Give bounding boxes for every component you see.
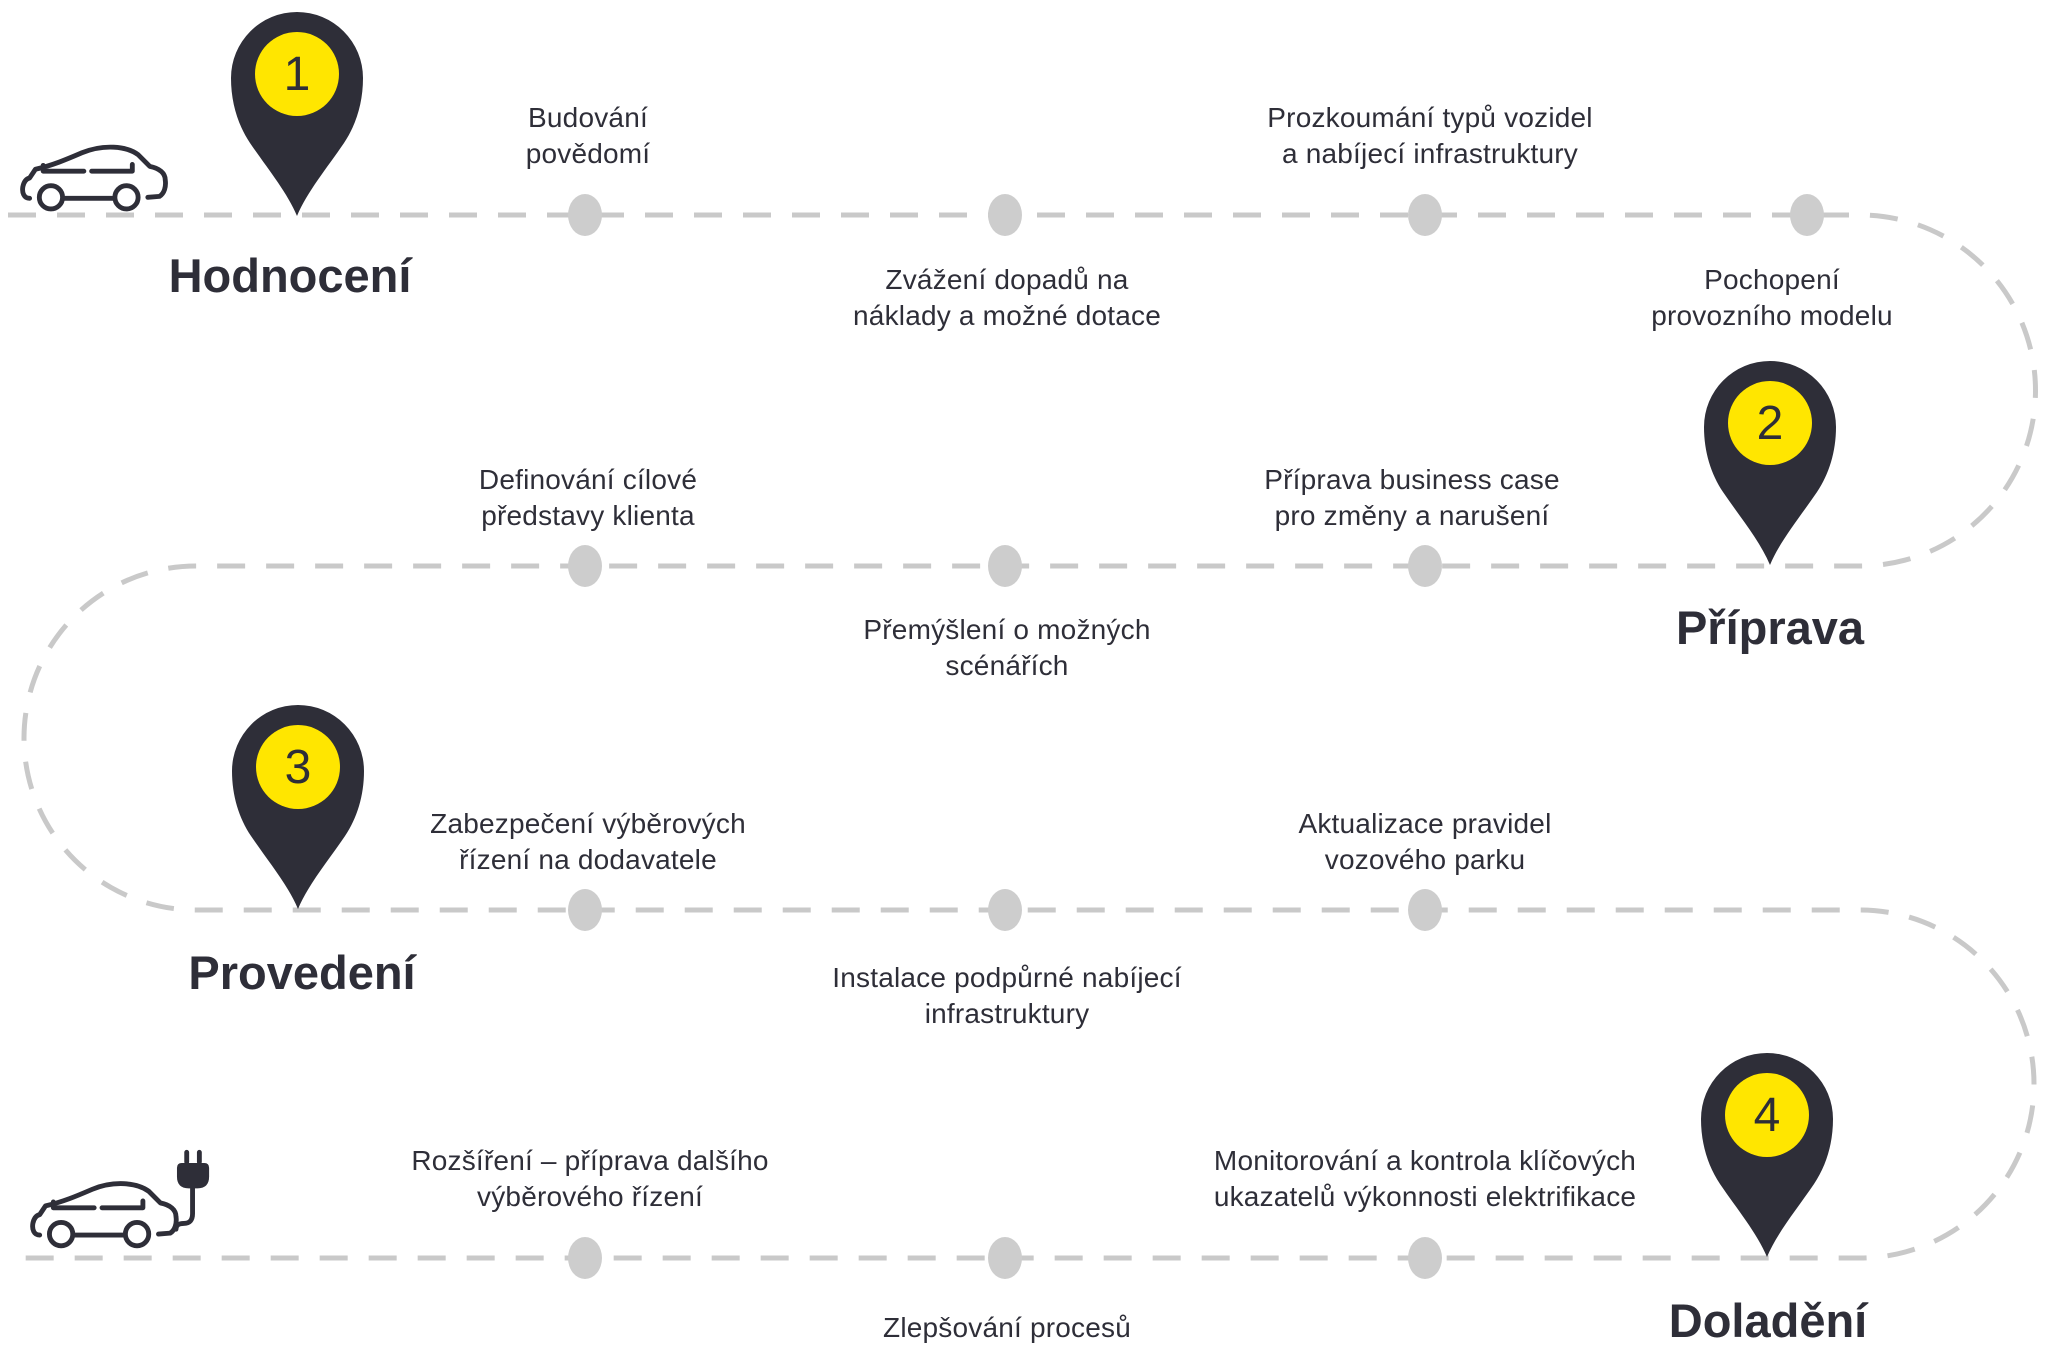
milestone-dot [568, 1237, 602, 1279]
milestone-dot [568, 889, 602, 931]
milestone-dot [1408, 889, 1442, 931]
step-label: Přemýšlení o možných scénářích [863, 614, 1151, 681]
pin-number-badge: 2 [1728, 381, 1812, 465]
step-label: Definování cílové představy klienta [478, 464, 698, 531]
map-pin-2: 2 [1700, 357, 1840, 567]
milestone-dot [1408, 194, 1442, 236]
map-pin-4: 4 [1697, 1049, 1837, 1259]
electric-car-icon [30, 1149, 210, 1249]
milestone-dot [568, 545, 602, 587]
pin-number-badge: 4 [1725, 1073, 1809, 1157]
step-label: Zabezpečení výběrových řízení na dodavat… [430, 808, 746, 875]
phase-title-priprava: Příprava [1675, 601, 1865, 654]
charging-plug-icon [176, 1163, 210, 1189]
step-label: Pochopení provozního modelu [1651, 264, 1893, 331]
milestone-dot [1408, 1237, 1442, 1279]
step-label: Zlepšování procesů [883, 1312, 1131, 1343]
milestone-dot [1790, 194, 1824, 236]
milestone-dot [988, 545, 1022, 587]
milestone-dot [568, 194, 602, 236]
pin-number-badge: 1 [255, 32, 339, 116]
step-label: Monitorování a kontrola klíčových ukazat… [1213, 1145, 1637, 1212]
phase-title-provedeni: Provedení [188, 946, 416, 999]
milestone-dot [988, 194, 1022, 236]
step-label: Zvážení dopadů na náklady a možné dotace [853, 264, 1161, 331]
map-pin-1: 1 [227, 8, 367, 218]
step-label: Rozšíření – příprava dalšího výběrového … [411, 1145, 769, 1212]
phase-title-doladeni: Doladění [1668, 1294, 1868, 1347]
step-label: Prozkoumání typů vozidel a nabíjecí infr… [1267, 102, 1593, 169]
step-label: Instalace podpůrné nabíjecí infrastruktu… [832, 962, 1182, 1029]
step-label: Aktualizace pravidel vozového parku [1298, 808, 1552, 875]
step-label: Příprava business case pro změny a naruš… [1264, 464, 1560, 531]
pin-number-badge: 3 [256, 725, 340, 809]
car-icon [20, 144, 168, 212]
phase-title-hodnoceni: Hodnocení [168, 249, 412, 302]
dashed-route-path [8, 212, 2038, 1261]
milestone-dot [988, 1237, 1022, 1279]
milestone-dot [988, 889, 1022, 931]
step-label: Budování povědomí [525, 102, 651, 169]
milestone-dot [1408, 545, 1442, 587]
map-pin-3: 3 [228, 701, 368, 911]
